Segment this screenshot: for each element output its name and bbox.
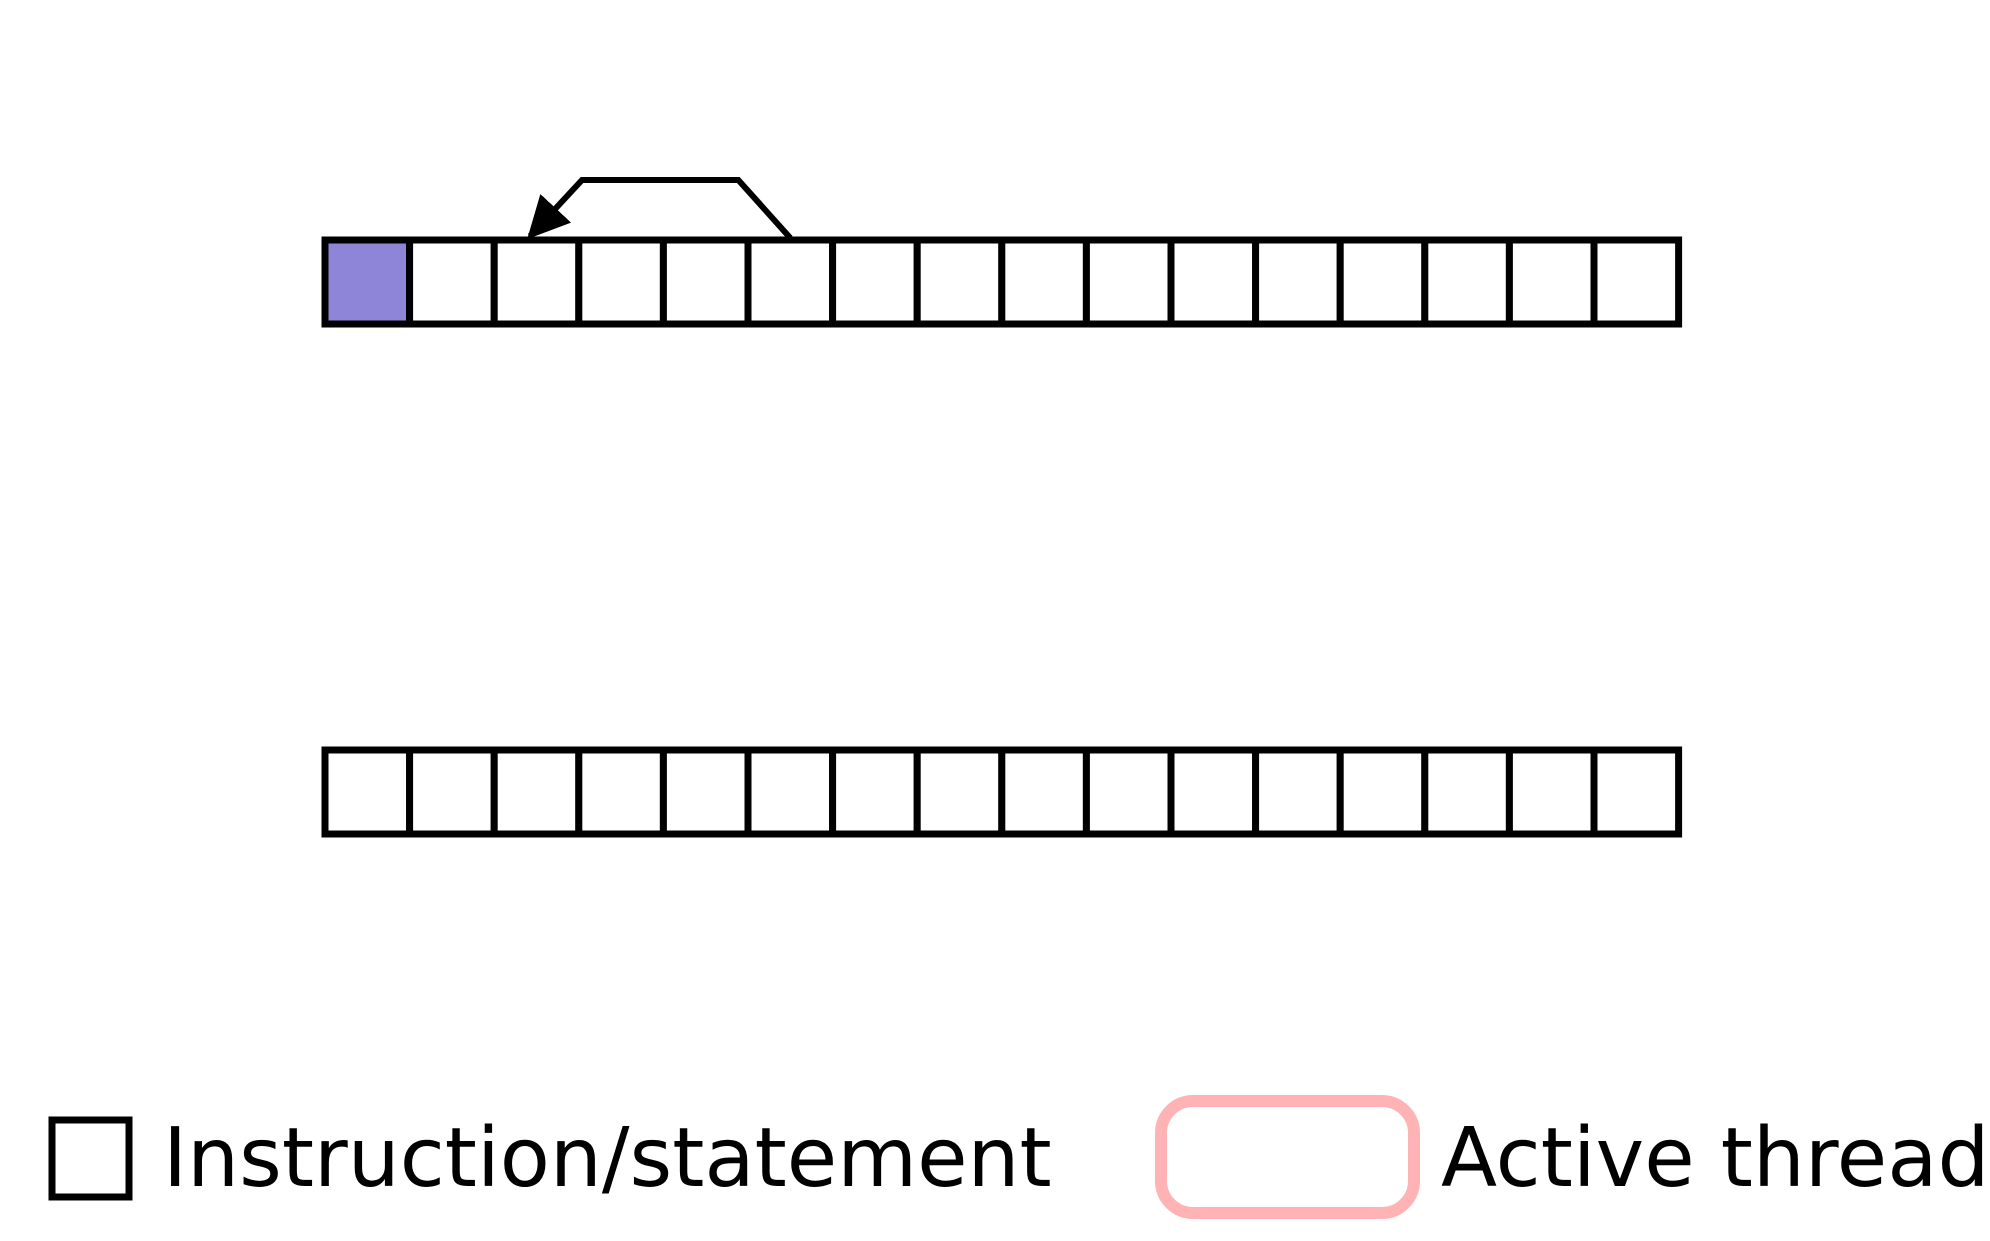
legend-instruction-label: Instruction/statement	[163, 1111, 1052, 1206]
instruction-cell	[575, 746, 667, 838]
instruction-cell	[1421, 746, 1513, 838]
instruction-cell	[1505, 746, 1598, 838]
instruction-cell	[659, 746, 752, 838]
instruction-cell	[829, 236, 921, 328]
legend-instruction-swatch	[48, 1116, 133, 1201]
instruction-cell	[575, 236, 667, 328]
instruction-cell	[1082, 236, 1175, 328]
instruction-cell	[913, 236, 1006, 328]
thread-1-instruction-row	[321, 236, 1683, 328]
instruction-cell	[998, 236, 1090, 328]
legend: Instruction/statement Active thread	[48, 1095, 1990, 1219]
instruction-cell	[913, 746, 1006, 838]
instruction-cell	[1590, 746, 1683, 838]
instruction-cell	[829, 746, 921, 838]
jump-arrow	[527, 177, 793, 241]
instruction-cell	[490, 746, 583, 838]
instruction-cell	[744, 746, 837, 838]
instruction-cell	[1252, 236, 1344, 328]
instruction-cell	[998, 746, 1090, 838]
instruction-cell	[1082, 746, 1175, 838]
instruction-cell	[1590, 236, 1683, 328]
instruction-cell	[1421, 236, 1513, 328]
instruction-cell	[1505, 236, 1598, 328]
current-instruction-cell	[321, 236, 414, 328]
legend-active-thread-swatch	[1155, 1095, 1420, 1219]
instruction-cell	[1336, 746, 1429, 838]
instruction-cell	[1252, 746, 1344, 838]
legend-active-thread-label: Active thread	[1441, 1111, 1990, 1206]
instruction-cell	[490, 236, 583, 328]
instruction-cell	[1167, 236, 1260, 328]
instruction-cell	[321, 746, 414, 838]
instruction-cell	[1336, 236, 1429, 328]
instruction-cell	[406, 746, 498, 838]
instruction-cell	[659, 236, 752, 328]
instruction-cell	[1167, 746, 1260, 838]
instruction-cell	[406, 236, 498, 328]
instruction-cell	[744, 236, 837, 328]
thread-2-instruction-row	[321, 746, 1683, 838]
